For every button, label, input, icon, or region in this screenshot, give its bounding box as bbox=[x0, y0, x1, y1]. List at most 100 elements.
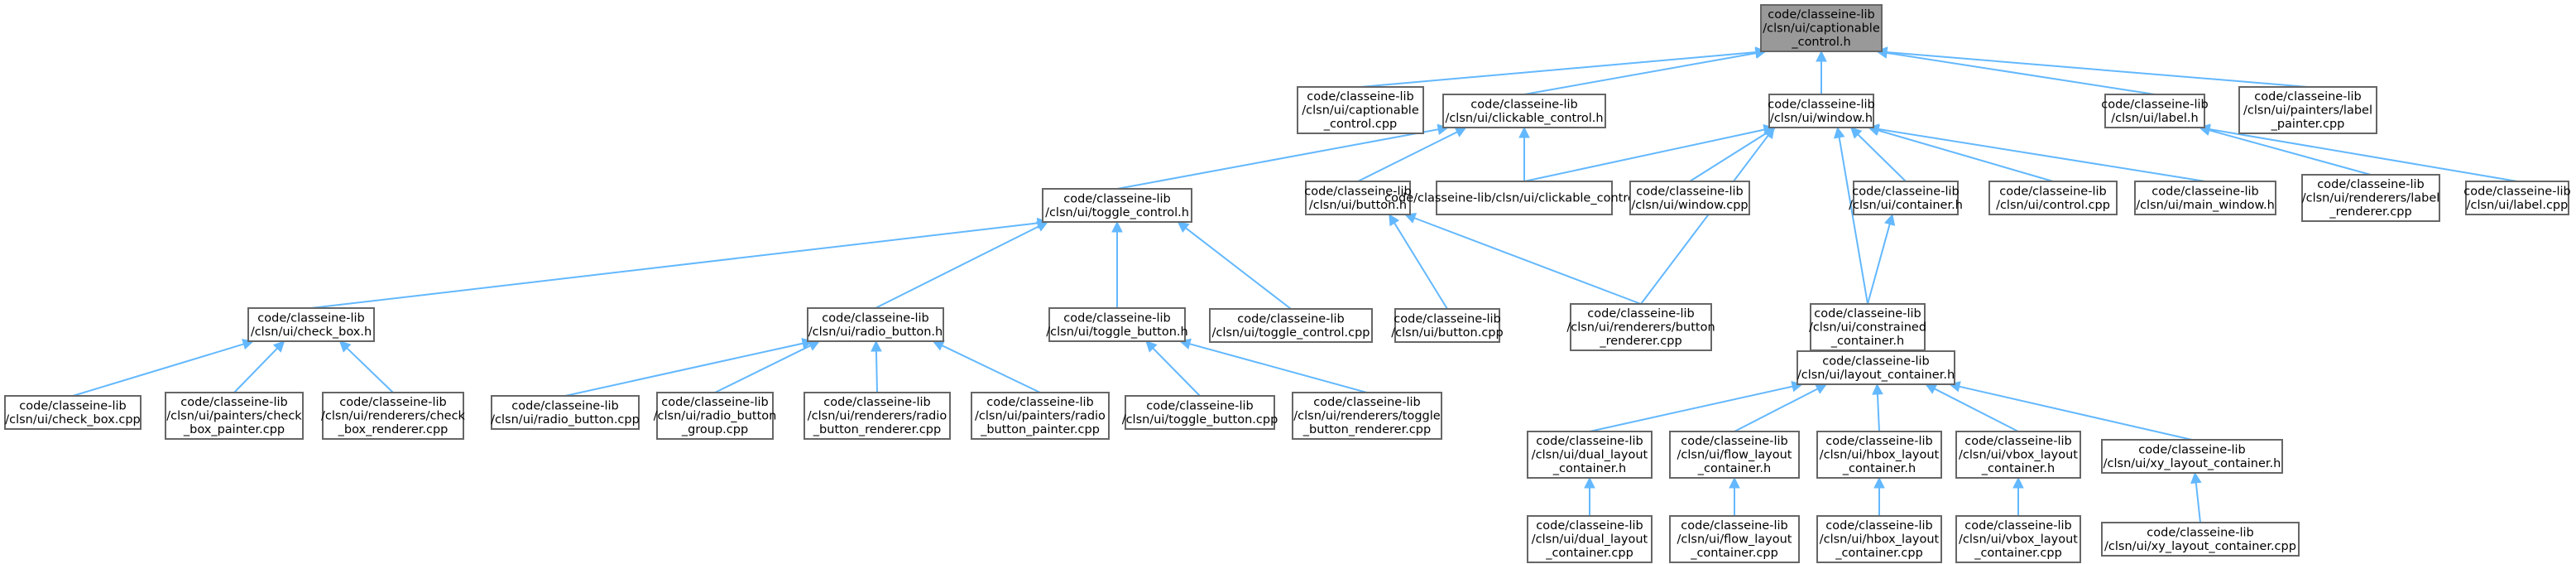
edge-constrained_container_h-to-window_h bbox=[1833, 126, 1868, 305]
node-label-line: /clsn/ui/renderers/toggle bbox=[1293, 410, 1440, 423]
edge-arrowhead bbox=[1833, 126, 1845, 139]
node-label-line: code/classeine-lib bbox=[2138, 443, 2245, 456]
node-check-box-cpp[interactable]: code/classeine-lib/clsn/ui/check_box.cpp bbox=[4, 395, 142, 430]
edge-toggle_button_cpp-to-toggle_button_h bbox=[1145, 340, 1201, 397]
node-window-cpp[interactable]: code/classeine-lib/clsn/ui/window.cpp bbox=[1629, 181, 1750, 215]
node-label-line: /clsn/ui/captionable bbox=[1302, 104, 1419, 118]
node-box bbox=[247, 307, 375, 342]
node-root[interactable]: code/classeine-lib/clsn/ui/captionable_c… bbox=[1760, 4, 1883, 52]
node-main-window-h[interactable]: code/classeine-lib/clsn/ui/main_window.h bbox=[2134, 181, 2276, 215]
node-label-line: /clsn/ui/painters/label bbox=[2243, 104, 2372, 118]
edges-layer bbox=[72, 46, 2518, 523]
edge-button_h-to-clickable_h bbox=[1357, 127, 1467, 182]
edge-clickable_cpp-to-window_h bbox=[1523, 123, 1776, 182]
node-flow-layout-container-cpp[interactable]: code/classeine-lib/clsn/ui/flow_layout_c… bbox=[1669, 515, 1800, 563]
node-flow-layout-container-h[interactable]: code/classeine-lib/clsn/ui/flow_layout_c… bbox=[1669, 431, 1800, 479]
node-radio-button-h[interactable]: code/classeine-lib/clsn/ui/radio_button.… bbox=[807, 307, 944, 342]
node-xy-layout-container-cpp[interactable]: code/classeine-lib/clsn/ui/xy_layout_con… bbox=[2101, 522, 2300, 557]
node-clickable-h[interactable]: code/classeine-lib/clsn/ui/clickable_con… bbox=[1442, 94, 1606, 128]
node-button-cpp[interactable]: code/classeine-lib/clsn/ui/button.cpp bbox=[1391, 308, 1504, 343]
edge-line bbox=[1857, 133, 1907, 182]
node-label-line: code/classeine-lib bbox=[1852, 185, 1959, 198]
edge-vbox_layout_container_h-to-layout_container_h bbox=[1925, 383, 2019, 432]
node-dual-layout-container-h[interactable]: code/classeine-lib/clsn/ui/dual_layout_c… bbox=[1527, 431, 1653, 479]
node-box bbox=[1629, 181, 1750, 215]
node-box bbox=[2301, 174, 2440, 222]
node-label-line: /clsn/ui/toggle_button.h bbox=[1046, 325, 1187, 339]
node-label-line: code/classeine-lib bbox=[339, 396, 446, 409]
node-toggle-control-cpp[interactable]: code/classeine-lib/clsn/ui/toggle_contro… bbox=[1209, 308, 1373, 343]
node-label-line: code/classeine-lib bbox=[823, 396, 930, 409]
node-vbox-layout-container-cpp[interactable]: code/classeine-lib/clsn/ui/vbox_layout_c… bbox=[1955, 515, 2081, 563]
node-label-cpp[interactable]: code/classeine-lib/clsn/ui/label.cpp bbox=[2463, 181, 2571, 215]
node-label-line: code/classeine-lib bbox=[1636, 185, 1743, 198]
edge-line bbox=[2209, 129, 2372, 176]
node-label-painter-cpp[interactable]: code/classeine-lib/clsn/ui/painters/labe… bbox=[2238, 86, 2377, 134]
node-label-line: /clsn/ui/captionable bbox=[1763, 22, 1880, 36]
node-label-renderer-cpp[interactable]: code/classeine-lib/clsn/ui/renderers/lab… bbox=[2301, 174, 2440, 222]
edge-vbox_layout_container_cpp-to-vbox_layout_container_h bbox=[2012, 476, 2024, 516]
node-control-cpp[interactable]: code/classeine-lib/clsn/ui/control.cpp bbox=[1988, 181, 2118, 215]
node-label-line: code/classeine-lib bbox=[2317, 178, 2424, 191]
node-check-box-painter-cpp[interactable]: code/classeine-lib/clsn/ui/painters/chec… bbox=[165, 392, 304, 440]
node-toggle-control-h[interactable]: code/classeine-lib/clsn/ui/toggle_contro… bbox=[1042, 188, 1192, 223]
node-label-line: _button_renderer.cpp bbox=[813, 423, 941, 436]
edge-xy_layout_container_cpp-to-xy_layout_container_h bbox=[2190, 471, 2202, 523]
node-radio-button-group-cpp[interactable]: code/classeine-lib/clsn/ui/radio_button_… bbox=[654, 392, 777, 440]
edge-hbox_layout_container_h-to-layout_container_h bbox=[1872, 383, 1883, 432]
edge-line bbox=[1357, 131, 1458, 182]
edge-arrowhead bbox=[1518, 126, 1530, 138]
node-label-line: _container.h bbox=[1981, 462, 2055, 475]
node-label-line: _renderer.cpp bbox=[2329, 205, 2411, 219]
node-label-line: /clsn/ui/vbox_layout bbox=[1959, 533, 2078, 547]
edge-arrowhead bbox=[1729, 476, 1740, 489]
node-radio-button-cpp[interactable]: code/classeine-lib/clsn/ui/radio_button.… bbox=[491, 395, 640, 430]
edge-label_painter_cpp-to-root bbox=[1875, 46, 2309, 88]
node-box bbox=[2101, 522, 2300, 557]
edge-line bbox=[346, 347, 394, 393]
node-container-h[interactable]: code/classeine-lib/clsn/ui/container.h bbox=[1849, 181, 1963, 215]
edge-line bbox=[1523, 128, 1765, 182]
node-label-line: code/classeine-lib bbox=[1304, 185, 1411, 198]
node-check-box-renderer-cpp[interactable]: code/classeine-lib/clsn/ui/renderers/che… bbox=[321, 392, 466, 440]
edge-radio_button_cpp-to-radio_button_h bbox=[564, 338, 814, 397]
node-constrained-container-h[interactable]: code/classeine-lib/clsn/ui/constrained_c… bbox=[1809, 303, 1926, 351]
node-box bbox=[2104, 94, 2205, 128]
edge-line bbox=[564, 342, 804, 397]
edge-line bbox=[1886, 51, 2156, 95]
edge-radio_button_group_cpp-to-radio_button_h bbox=[714, 340, 821, 393]
node-vbox-layout-container-h[interactable]: code/classeine-lib/clsn/ui/vbox_layout_c… bbox=[1955, 431, 2081, 479]
node-box bbox=[1125, 395, 1275, 430]
node-label-line: /clsn/ui/button.h bbox=[1309, 199, 1407, 212]
edge-window_h-to-root bbox=[1816, 50, 1827, 94]
node-label-line: /clsn/ui/flow_layout bbox=[1677, 533, 1792, 547]
node-box bbox=[2134, 181, 2276, 215]
node-hbox-layout-container-h[interactable]: code/classeine-lib/clsn/ui/hbox_layout_c… bbox=[1816, 431, 1942, 479]
node-label-line: /clsn/ui/hbox_layout bbox=[1820, 533, 1940, 547]
node-label-line: code/classeine-lib bbox=[1964, 435, 2071, 448]
node-radio-button-renderer-cpp[interactable]: code/classeine-lib/clsn/ui/renderers/rad… bbox=[804, 392, 951, 440]
node-check-box-h[interactable]: code/classeine-lib/clsn/ui/check_box.h bbox=[247, 307, 375, 342]
node-layout-container-h[interactable]: code/classeine-lib/clsn/ui/layout_contai… bbox=[1796, 350, 1955, 385]
node-label-h[interactable]: code/classeine-lib/clsn/ui/label.h bbox=[2101, 94, 2209, 128]
node-captionable-cpp[interactable]: code/classeine-lib/clsn/ui/captionable_c… bbox=[1297, 86, 1424, 134]
node-radio-button-painter-cpp[interactable]: code/classeine-lib/clsn/ui/painters/radi… bbox=[971, 392, 1110, 440]
node-toggle-button-renderer-cpp[interactable]: code/classeine-lib/clsn/ui/renderers/tog… bbox=[1292, 392, 1442, 440]
node-label-line: _container.h bbox=[1830, 335, 1904, 348]
node-xy-layout-container-h[interactable]: code/classeine-lib/clsn/ui/xy_layout_con… bbox=[2101, 439, 2283, 474]
node-dual-layout-container-cpp[interactable]: code/classeine-lib/clsn/ui/dual_layout_c… bbox=[1527, 515, 1653, 563]
node-toggle-button-cpp[interactable]: code/classeine-lib/clsn/ui/toggle_button… bbox=[1122, 395, 1278, 430]
node-button-renderer-cpp[interactable]: code/classeine-lib/clsn/ui/renderers/but… bbox=[1566, 303, 1715, 351]
node-label-line: _container.cpp bbox=[1545, 547, 1633, 560]
node-box bbox=[1042, 188, 1192, 223]
node-clickable-cpp[interactable]: code/classeine-lib/clsn/ui/clickable_con… bbox=[1384, 181, 1664, 215]
node-label-line: _button_renderer.cpp bbox=[1302, 423, 1431, 436]
node-box bbox=[2465, 181, 2569, 215]
node-label-line: code/classeine-lib bbox=[1394, 312, 1500, 325]
edge-line bbox=[1640, 134, 1769, 305]
node-toggle-button-h[interactable]: code/classeine-lib/clsn/ui/toggle_button… bbox=[1046, 307, 1188, 342]
node-window-h[interactable]: code/classeine-lib/clsn/ui/window.h bbox=[1768, 94, 1875, 128]
node-label-line: /clsn/ui/renderers/radio bbox=[808, 410, 947, 423]
node-hbox-layout-container-cpp[interactable]: code/classeine-lib/clsn/ui/hbox_layout_c… bbox=[1816, 515, 1942, 563]
node-button-h[interactable]: code/classeine-lib/clsn/ui/button.h bbox=[1304, 181, 1412, 215]
